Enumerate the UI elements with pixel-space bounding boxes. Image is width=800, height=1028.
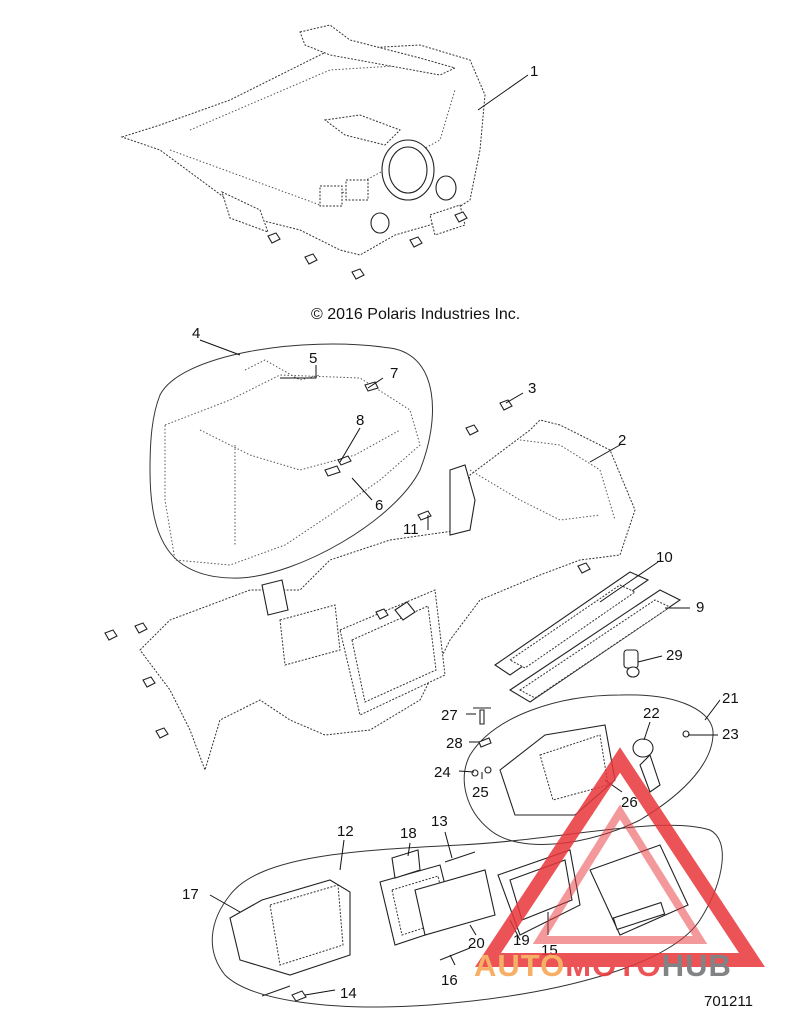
callout-17: 17 <box>182 886 199 903</box>
callout-6: 6 <box>375 497 383 514</box>
figure-number: 701211 <box>704 993 753 1010</box>
part-2-dash-main <box>139 419 636 772</box>
callout-19: 19 <box>513 932 530 949</box>
callout-20: 20 <box>468 935 485 952</box>
callout-13: 13 <box>431 813 448 830</box>
callout-24: 24 <box>434 764 451 781</box>
watermark-logo: AUTOMOTOHUB <box>474 747 766 983</box>
callout-11: 11 <box>403 521 419 538</box>
callout-2: 2 <box>618 432 626 449</box>
watermark-triangle-icon <box>474 747 766 967</box>
part-29-latch <box>623 649 640 678</box>
watermark-wordmark: AUTOMOTOHUB <box>474 948 732 983</box>
part-4-detail-bubble <box>149 343 433 579</box>
part-1-dash-upper-cover <box>120 24 486 256</box>
callout-12: 12 <box>337 823 354 840</box>
part-9-panel <box>508 589 682 703</box>
callout-21: 21 <box>722 690 739 707</box>
callout-4: 4 <box>192 325 200 342</box>
watermark-moto: MOTO <box>565 948 661 983</box>
group-21-bubble <box>463 694 714 845</box>
callout-18: 18 <box>400 825 417 842</box>
callout-9: 9 <box>696 599 704 616</box>
callout-29: 29 <box>666 647 683 664</box>
callout-27: 27 <box>441 707 458 724</box>
callout-7: 7 <box>390 365 398 382</box>
callout-3: 3 <box>528 380 536 397</box>
watermark-auto: AUTO <box>474 948 565 983</box>
leader-lines <box>199 74 721 996</box>
callout-22: 22 <box>643 705 660 722</box>
callout-8: 8 <box>356 412 364 429</box>
callout-10: 10 <box>656 549 673 566</box>
callout-25: 25 <box>472 784 489 801</box>
part-10-frame <box>494 571 650 676</box>
copyright-text: © 2016 Polaris Industries Inc. <box>311 306 520 323</box>
callout-26: 26 <box>621 794 638 811</box>
fasteners-part-1 <box>267 211 468 280</box>
callout-28: 28 <box>446 735 463 752</box>
callout-5: 5 <box>309 350 317 367</box>
fasteners-part-2 <box>104 399 591 739</box>
callout-14: 14 <box>340 985 357 1002</box>
watermark-hub: HUB <box>662 948 732 983</box>
callout-16: 16 <box>441 972 458 989</box>
callout-1: 1 <box>530 63 538 80</box>
callout-23: 23 <box>722 726 739 743</box>
